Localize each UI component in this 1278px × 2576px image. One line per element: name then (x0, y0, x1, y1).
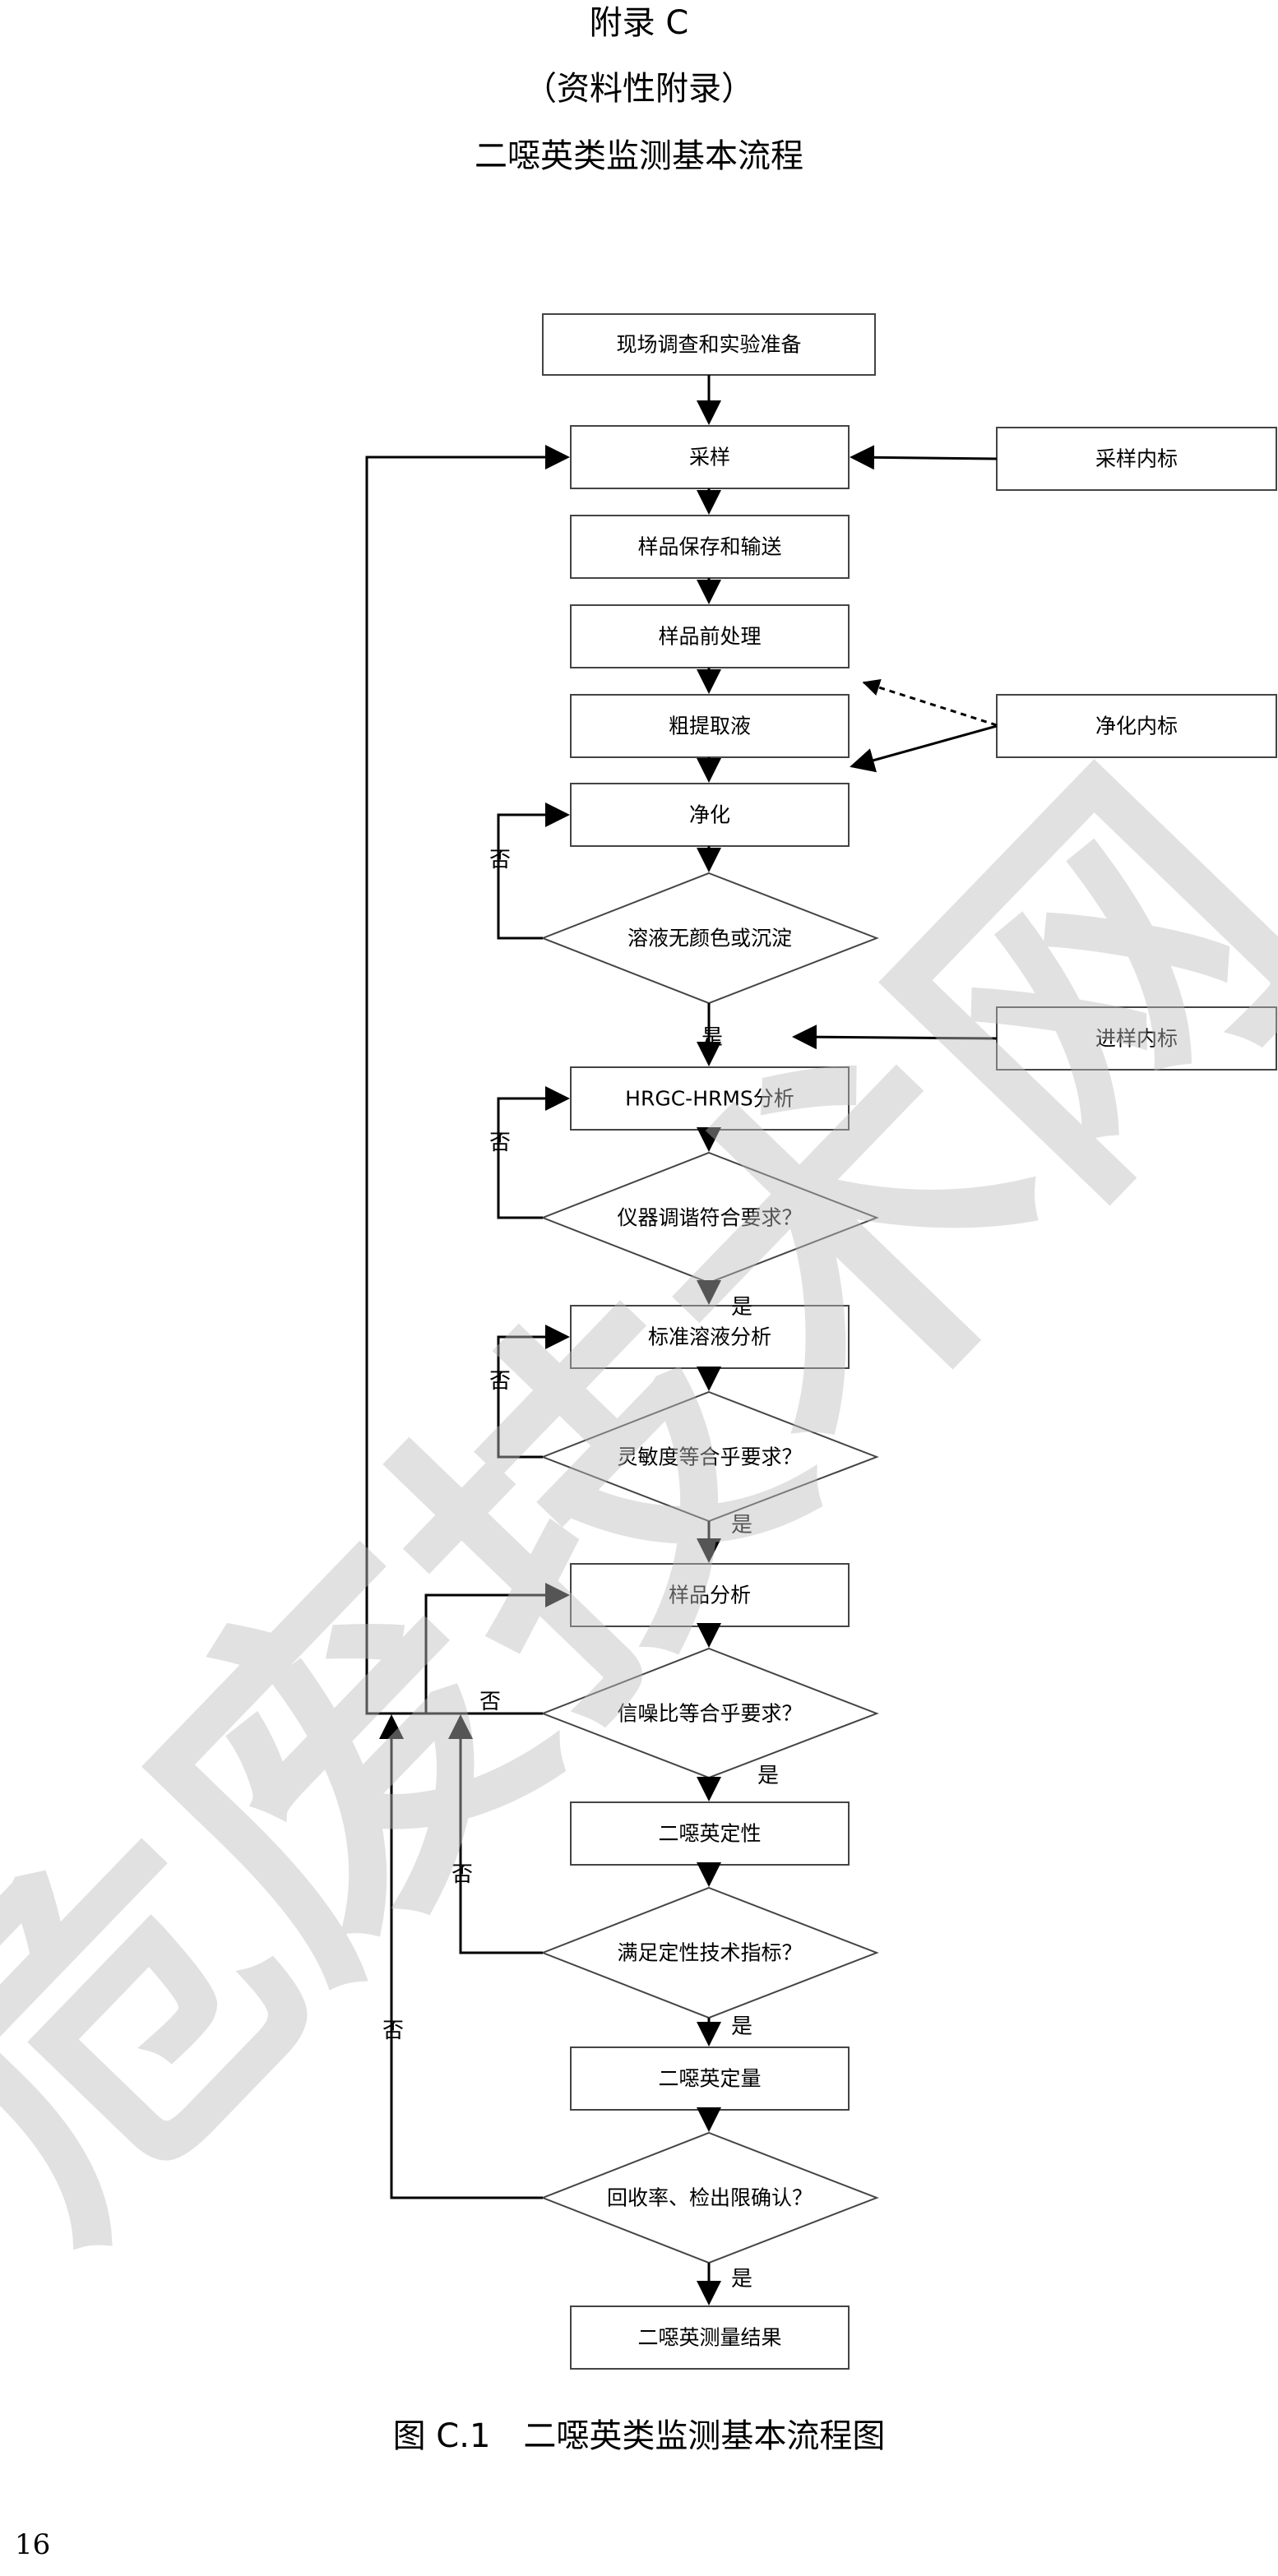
label-check-qual: 满足定性技术指标？ (617, 1941, 802, 1965)
label-sampling: 采样 (689, 446, 730, 469)
no-label: 否 (451, 1862, 473, 1887)
label-check-color: 溶液无颜色或沉淀 (627, 927, 792, 950)
no-label: 否 (382, 2019, 404, 2043)
figure-caption: 图 C.1 二噁英类监测基本流程图 (392, 2417, 886, 2455)
yes-label: 是 (731, 2267, 752, 2292)
no-label: 否 (479, 1690, 501, 1714)
node-std-analysis (570, 1305, 850, 1369)
label-check-sensitivity: 灵敏度等合乎要求？ (617, 1445, 802, 1469)
node-injection-std (996, 1006, 1277, 1071)
appendix-subject: 二噁英类监测基本流程 (475, 137, 803, 175)
label-sampling-std: 采样内标 (1095, 447, 1178, 471)
no-label: 否 (489, 1369, 511, 1394)
label-quantitative: 二噁英定量 (658, 2067, 761, 2091)
page-number: 16 (15, 2528, 51, 2561)
label-storage: 样品保存和输送 (637, 535, 781, 559)
label-crude: 粗提取液 (669, 715, 751, 738)
label-pretreat: 样品前处理 (658, 625, 761, 649)
node-result (570, 2305, 850, 2370)
yes-label: 是 (731, 2014, 752, 2039)
node-cleanup (570, 783, 850, 847)
label-cleanup-std: 净化内标 (1095, 715, 1178, 738)
label-std-analysis: 标准溶液分析 (648, 1325, 771, 1349)
appendix-title: 附录 C (589, 4, 689, 42)
no-label: 否 (489, 848, 511, 872)
node-sample-analysis (570, 1563, 850, 1627)
label-check-snr: 信噪比等合乎要求？ (617, 1702, 802, 1726)
label-cleanup: 净化 (689, 803, 730, 827)
label-qualitative: 二噁英定性 (658, 1822, 761, 1846)
label-sample-analysis: 样品分析 (669, 1584, 751, 1607)
yes-label: 是 (731, 1513, 752, 1538)
label-prep: 现场调查和实验准备 (616, 333, 801, 357)
yes-label: 是 (731, 1295, 752, 1320)
yes-label: 是 (702, 1025, 723, 1050)
label-analysis: HRGC-HRMS分析 (625, 1087, 794, 1111)
node-sampling-std (996, 427, 1277, 491)
no-label: 否 (489, 1131, 511, 1155)
appendix-type: （资料性附录） (524, 70, 754, 108)
label-check-tuning: 仪器调谐符合要求？ (617, 1206, 802, 1230)
node-cleanup-std (996, 694, 1277, 758)
label-injection-std: 进样内标 (1095, 1027, 1178, 1051)
label-check-recovery: 回收率、检出限确认？ (607, 2186, 813, 2210)
node-analysis (570, 1066, 850, 1131)
node-quantitative (570, 2046, 850, 2111)
node-prep (542, 313, 876, 376)
yes-label: 是 (757, 1764, 779, 1788)
label-result: 二噁英测量结果 (637, 2326, 781, 2350)
connectors (365, 375, 998, 2305)
